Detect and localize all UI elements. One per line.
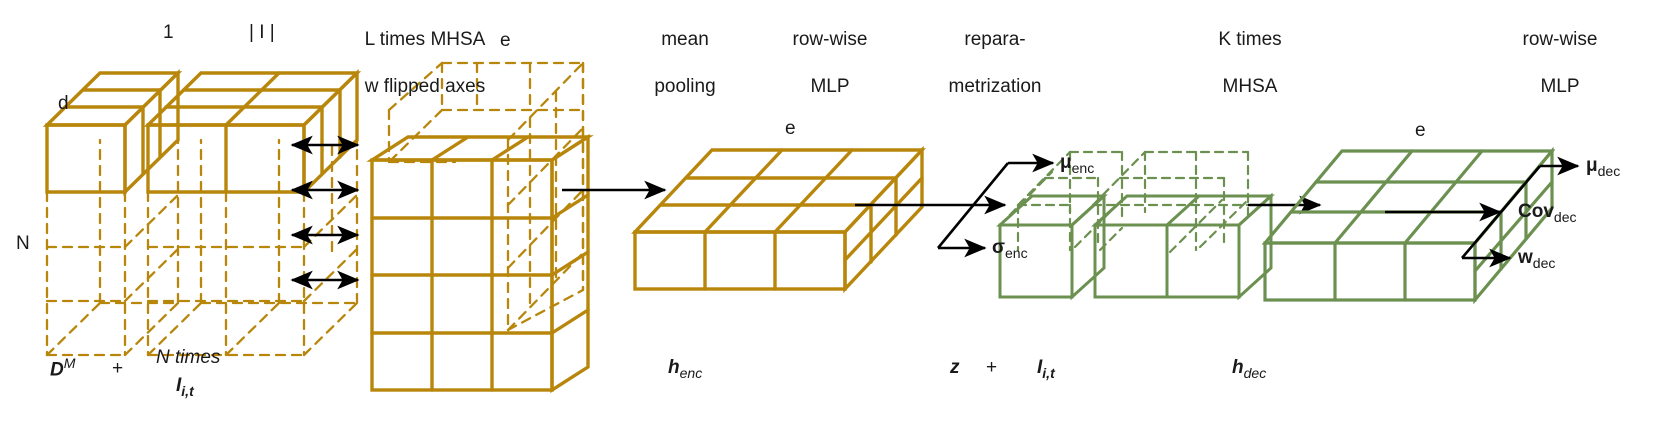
header-line2: MHSA bbox=[1222, 76, 1278, 98]
label-z-text: z bbox=[950, 357, 960, 378]
mu-dec-symbol: μ bbox=[1586, 155, 1598, 176]
mu-symbol: μ bbox=[1060, 152, 1072, 173]
header-mean-pooling: mean pooling bbox=[585, 4, 785, 123]
header-line1: repara- bbox=[964, 28, 1026, 50]
w-dec-sub: dec bbox=[1532, 254, 1556, 271]
header-line2: pooling bbox=[654, 76, 716, 98]
label-I-sub: i,t bbox=[181, 382, 194, 399]
header-line1: row-wise bbox=[1522, 28, 1598, 50]
output-mu-dec: μdec bbox=[1586, 155, 1620, 179]
label-D: D bbox=[50, 359, 64, 381]
header-row-wise-mlp-dec: row-wise MLP bbox=[1470, 4, 1650, 123]
label-N-times-text: N times bbox=[156, 347, 221, 368]
cov-dec-sub: dec bbox=[1553, 208, 1577, 225]
label-D-sup: M bbox=[63, 355, 76, 371]
label-z-I-it: Ii,t bbox=[1037, 357, 1055, 381]
mu-sub: enc bbox=[1071, 159, 1095, 176]
latent-z-block bbox=[996, 150, 1275, 301]
output-mu-enc: μenc bbox=[1060, 152, 1094, 176]
output-sigma-enc: σenc bbox=[992, 237, 1028, 261]
header-l-times-mhsa: L times MHSA w flipped axes bbox=[300, 4, 550, 123]
header-line2: w flipped axes bbox=[364, 76, 486, 98]
label-h: h bbox=[668, 357, 680, 378]
header-line2: metrization bbox=[948, 76, 1042, 98]
label-I: I bbox=[176, 375, 182, 396]
encoder-mhsa-cube bbox=[366, 61, 594, 394]
label-block3-e: e bbox=[785, 118, 796, 139]
label-z-plus: + bbox=[986, 357, 998, 378]
decoder-output-branch bbox=[1385, 156, 1580, 268]
bidirectional-arrow-group bbox=[290, 135, 360, 290]
label-input-N-times: N times bbox=[156, 347, 220, 369]
label-input-DM: DM bbox=[50, 355, 75, 381]
mu-dec-sub: dec bbox=[1597, 162, 1621, 179]
label-block2-e: e bbox=[500, 30, 511, 51]
header-line1: K times bbox=[1218, 28, 1282, 50]
label-hd-sub: dec bbox=[1243, 364, 1267, 381]
label-block1-col1: 1 bbox=[163, 22, 174, 43]
label-block5-e: e bbox=[1415, 120, 1426, 141]
header-k-times-mhsa: K times MHSA bbox=[1160, 4, 1340, 123]
label-h-sub: enc bbox=[679, 364, 703, 381]
header-reparametrization: repara- metrization bbox=[890, 4, 1100, 123]
cov-symbol: Cov bbox=[1518, 201, 1554, 222]
header-line2: MLP bbox=[810, 76, 850, 98]
output-w-dec: wdec bbox=[1518, 247, 1555, 271]
header-line1: row-wise bbox=[792, 28, 868, 50]
label-z: z bbox=[950, 357, 960, 379]
header-line1: L times MHSA bbox=[364, 28, 486, 50]
w-symbol: w bbox=[1518, 247, 1533, 268]
label-h-enc: henc bbox=[668, 357, 702, 381]
header-line2: MLP bbox=[1540, 76, 1580, 98]
label-block1-height-N: N bbox=[16, 233, 30, 254]
header-line1: mean bbox=[661, 28, 709, 50]
sigma-symbol: σ bbox=[992, 237, 1005, 258]
h-enc-slab bbox=[631, 145, 926, 294]
label-block1-cardinality-I: | I | bbox=[249, 22, 275, 43]
sigma-sub: enc bbox=[1005, 244, 1028, 261]
output-cov-dec: Covdec bbox=[1518, 201, 1577, 225]
label-input-plus: + bbox=[112, 358, 124, 379]
reparametrization-branch-enc bbox=[855, 153, 1055, 258]
label-hd: h bbox=[1232, 357, 1244, 378]
label-block1-depth-d: d bbox=[58, 93, 69, 114]
label-I2-sub: i,t bbox=[1042, 364, 1055, 381]
h-dec-slab bbox=[1261, 146, 1556, 305]
label-I2: I bbox=[1037, 357, 1043, 378]
label-h-dec: hdec bbox=[1232, 357, 1266, 381]
header-row-wise-mlp-enc: row-wise MLP bbox=[740, 4, 920, 123]
label-input-I-it: Ii,t bbox=[176, 375, 194, 399]
